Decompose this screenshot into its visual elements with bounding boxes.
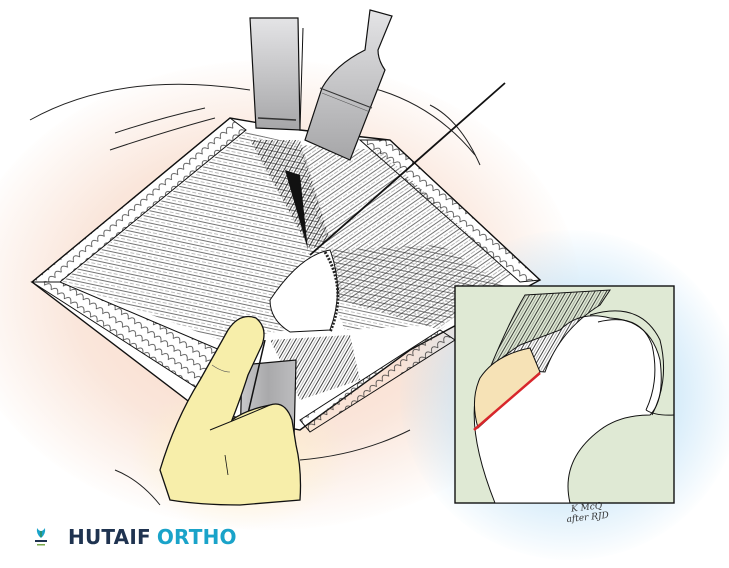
top-left-retractor: [249, 17, 304, 131]
inset-femur-detail: [454, 285, 675, 504]
gloved-hand: [159, 315, 302, 506]
hutaif-ortho-logo-icon: [35, 528, 47, 546]
brand-name-secondary: ORTHO: [156, 525, 237, 549]
guide-wire: [309, 82, 506, 256]
wound-outline: [30, 117, 542, 433]
top-right-retractor: [304, 9, 393, 161]
osteotomy-line: [473, 372, 541, 431]
brand-watermark: HUTAIF ORTHO: [34, 523, 237, 551]
brand-name-primary: HUTAIF: [68, 525, 151, 549]
skin-contours: [29, 83, 481, 506]
